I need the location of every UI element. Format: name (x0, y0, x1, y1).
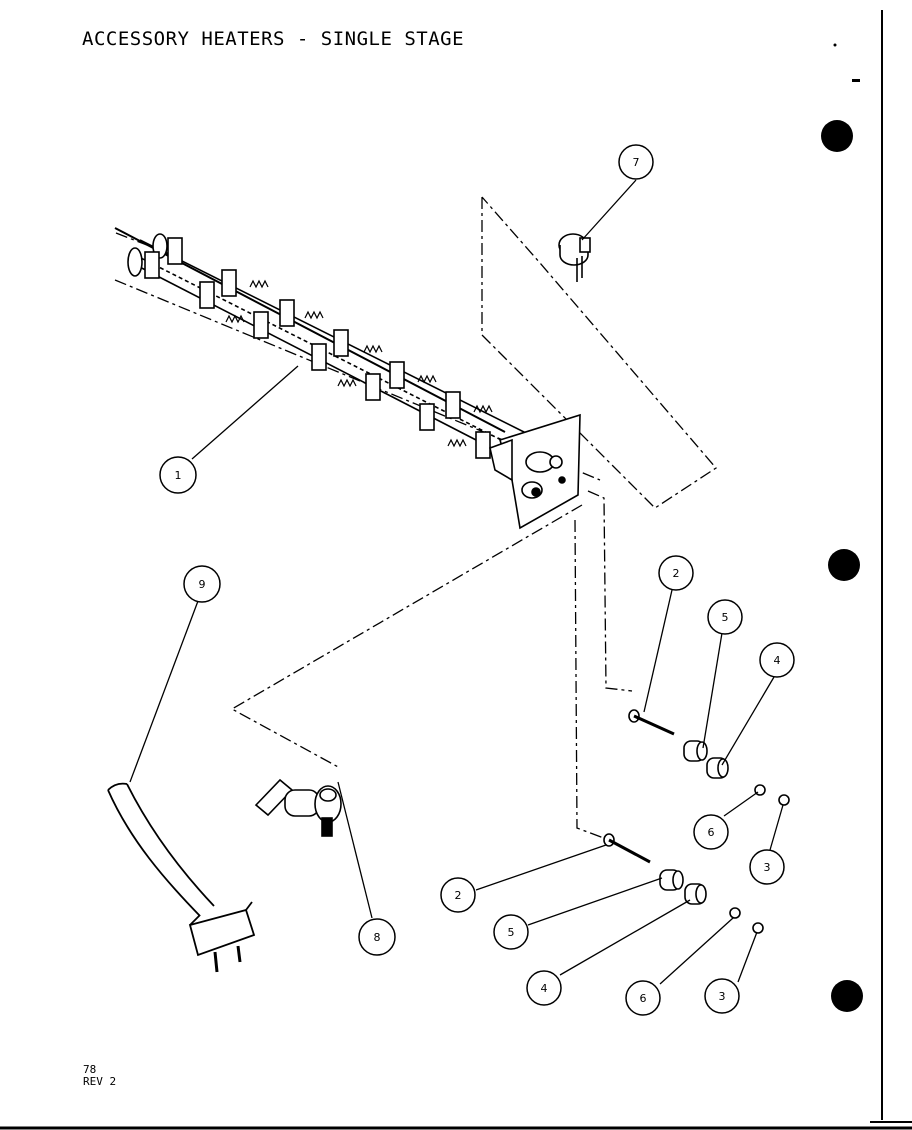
callout-6-upper: 6 (693, 814, 729, 850)
callout-1: 1 (159, 456, 197, 494)
svg-text:3: 3 (719, 990, 726, 1003)
page-edge (0, 10, 912, 1130)
revision-label: REV 2 (83, 1075, 117, 1088)
power-cord-part (107, 782, 256, 973)
svg-text:5: 5 (722, 611, 729, 624)
callout-6-lower: 6 (625, 980, 661, 1016)
svg-text:6: 6 (640, 992, 647, 1005)
callout-2-lower: 2 (440, 877, 476, 913)
fuse-holder-part (254, 778, 342, 837)
svg-text:4: 4 (541, 982, 548, 995)
hardware-set-lower (603, 833, 764, 934)
callout-4-upper: 4 (759, 642, 795, 678)
callout-3-upper: 3 (749, 849, 785, 885)
callout-7: 7 (618, 144, 654, 180)
hardware-set-upper (628, 709, 790, 806)
callouts: 7 1 9 2 5 4 6 3 (159, 144, 795, 1016)
svg-text:6: 6 (708, 826, 715, 839)
heater-element-assembly (114, 227, 581, 530)
svg-text:8: 8 (374, 931, 381, 944)
page-number: 78 (83, 1063, 97, 1076)
svg-text:7: 7 (633, 156, 640, 169)
coils (225, 279, 493, 448)
svg-text:3: 3 (764, 861, 771, 874)
svg-text:4: 4 (774, 654, 781, 667)
svg-text:9: 9 (199, 578, 206, 591)
insulators (144, 237, 491, 459)
leader-lines (129, 179, 784, 985)
svg-text:2: 2 (455, 889, 462, 902)
svg-text:2: 2 (673, 567, 680, 580)
callout-3-lower: 3 (704, 978, 740, 1014)
callout-2-upper: 2 (658, 555, 694, 591)
page-footer: 78 REV 2 (83, 1064, 116, 1088)
callout-4-lower: 4 (526, 970, 562, 1006)
svg-text:1: 1 (175, 469, 182, 482)
limit-switch-part (558, 233, 591, 282)
callout-8: 8 (358, 918, 396, 956)
plate-limit-switch (521, 451, 566, 499)
callout-5-lower: 5 (493, 914, 529, 950)
callout-5-upper: 5 (707, 599, 743, 635)
svg-text:5: 5 (508, 926, 515, 939)
binder-holes (821, 43, 863, 1012)
callout-9: 9 (183, 565, 221, 603)
page-title: ACCESSORY HEATERS - SINGLE STAGE (82, 28, 465, 50)
